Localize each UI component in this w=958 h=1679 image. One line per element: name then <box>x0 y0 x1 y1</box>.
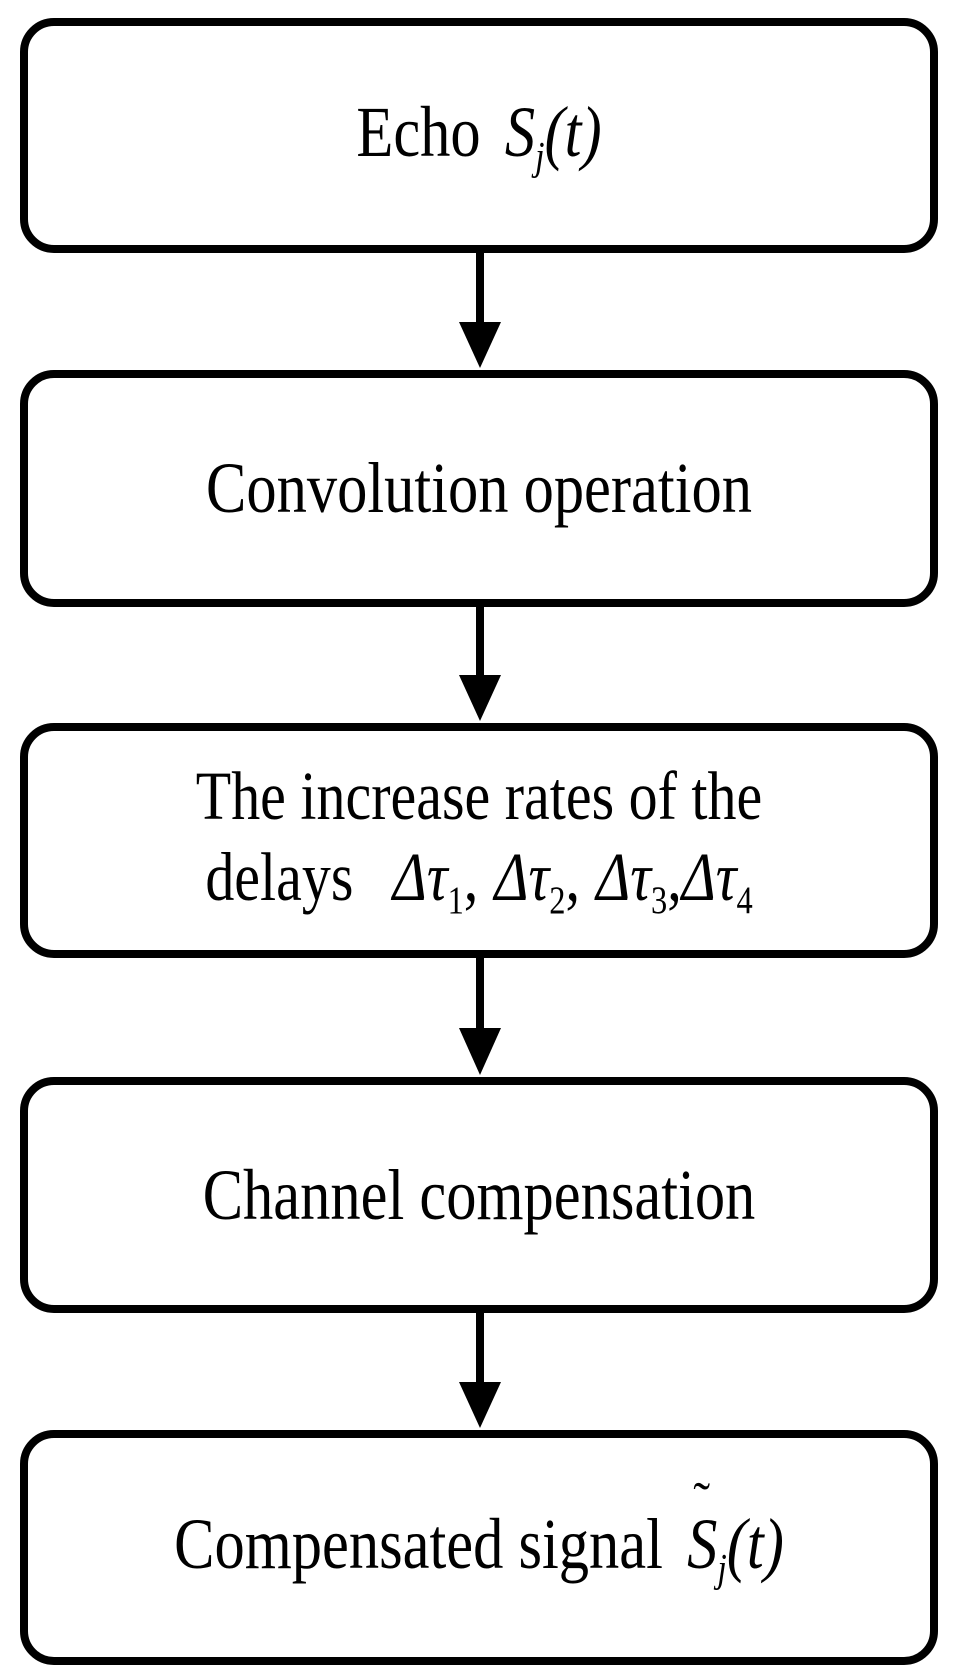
node-delays-comma-2: , <box>565 839 580 916</box>
node-delays-index-3: 3 <box>650 880 668 923</box>
node-label-signal: Compensated signal ˜Sj(t) <box>100 1476 858 1592</box>
node-delays-symbol-3: Δτ <box>596 839 651 916</box>
tilde-accent: ˜ <box>693 1473 710 1531</box>
node-echo-symbol-base: S <box>504 92 536 173</box>
node-delays-symbol-1: Δτ <box>392 839 448 916</box>
node-signal-words: Compensated signal <box>174 1504 663 1585</box>
node-delays-symbol-4: Δτ <box>681 839 737 916</box>
node-delays-symbol-2: Δτ <box>494 839 550 916</box>
node-signal-symbol-base: S <box>687 1504 718 1585</box>
flowchart-node-signal[interactable]: Compensated signal ˜Sj(t) <box>20 1430 938 1665</box>
node-delays-line2-prefix: delays <box>205 839 354 916</box>
flowchart-node-echo[interactable]: Echo Sj(t) <box>20 18 938 253</box>
node-echo-symbol-arg: (t) <box>544 92 602 173</box>
node-label-compensation: Channel compensation <box>202 1154 756 1235</box>
node-signal-symbol-sub: j <box>717 1546 727 1592</box>
node-delays-line1: The increase rates of the <box>195 757 763 834</box>
node-label-echo: Echo Sj(t) <box>100 90 858 180</box>
flowchart-node-convolution[interactable]: Convolution operation <box>20 370 938 607</box>
node-signal-symbol-arg: (t) <box>726 1504 784 1585</box>
node-delays-index-2: 2 <box>549 880 566 923</box>
node-signal-symbol-accented: ˜S <box>687 1476 718 1587</box>
node-delays-comma-3: , <box>667 839 682 916</box>
node-echo-symbol-sub: j <box>535 134 545 180</box>
node-delays-index-4: 4 <box>736 880 753 923</box>
node-delays-comma-1: , <box>463 839 479 916</box>
node-echo-word: Echo <box>356 92 481 173</box>
node-delays-index-1: 1 <box>447 880 464 923</box>
flowchart-node-compensation[interactable]: Channel compensation <box>20 1077 938 1313</box>
node-label-convolution: Convolution operation <box>206 448 752 529</box>
